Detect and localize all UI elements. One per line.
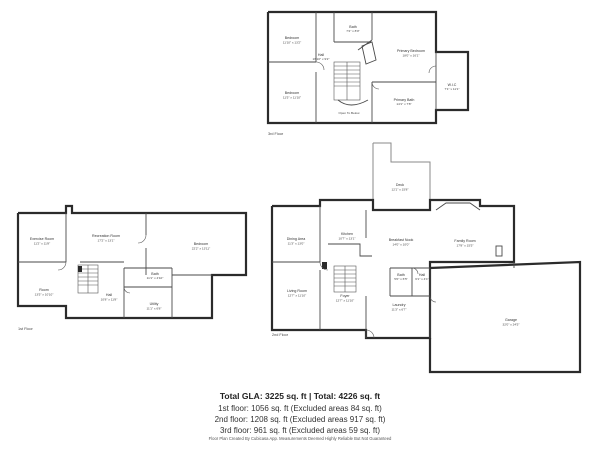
third-primary-bedroom-name: Primary Bedroom (397, 49, 425, 53)
first-recreation-dims: 17'2" x 13'1" (98, 239, 115, 243)
second-garage-dims: 32'0" x 24'5" (503, 323, 520, 327)
third-bath-name: Bath (349, 25, 356, 29)
second-hall-dims: 6'1" x 4'1" (415, 277, 429, 281)
first-room-name: Room (39, 288, 49, 292)
third-wic-name: W.I.C (448, 83, 457, 87)
first-bath-dims: 11'1" x 4'10" (147, 276, 164, 280)
second-foyer-dims: 12'7" x 11'10" (336, 299, 354, 303)
second-family-dims: 17'8" x 15'5" (457, 244, 474, 248)
second-living-dims: 12'7" x 11'10" (288, 294, 306, 298)
first-floor-area: 1st floor: 1056 sq. ft (Excluded areas 8… (218, 404, 382, 413)
first-room-dims: 13'5" x 10'10" (35, 293, 54, 297)
second-family-name: Family Room (454, 239, 475, 243)
first-bedroom-dims: 22'2" x 13'11" (192, 247, 210, 251)
third-bedroom-b-dims: 11'5" x 11'10" (283, 96, 301, 100)
first-exercise-dims: 11'2" x 11'8" (34, 242, 51, 246)
second-laundry-dims: 11'3" x 6'7" (391, 308, 406, 312)
third-primary-bath-dims: 14'1" x 7'8" (396, 102, 411, 106)
second-kitchen-name: Kitchen (341, 232, 353, 236)
second-living-name: Living Room (287, 289, 307, 293)
total-area-summary: Total GLA: 3225 sq. ft | Total: 4226 sq.… (219, 391, 381, 401)
third-bath-dims: 7'2" x 8'0" (346, 29, 360, 33)
third-floor-area: 3rd floor: 961 sq. ft (Excluded areas 59… (219, 426, 381, 435)
third-floor-label: 3rd Floor (268, 132, 284, 136)
first-floor-plan (16, 204, 248, 320)
third-hall-dims: 16'10" x 9'2" (313, 57, 330, 61)
first-hall-name: Hall (106, 293, 112, 297)
third-primary-bedroom-dims: 18'0" x 16'1" (403, 54, 420, 58)
second-floor-area: 2nd floor: 1208 sq. ft (Excluded areas 9… (214, 415, 386, 424)
second-dining-dims: 11'3" x 13'0" (288, 242, 305, 246)
third-bedroom-a-name: Bedroom (285, 36, 300, 40)
second-kitchen-dims: 10'7" x 13'1" (339, 237, 356, 241)
third-wic-dims: 7'1" x 11'1" (444, 87, 459, 91)
third-bedroom-a-dims: 11'10" x 13'2" (283, 41, 301, 45)
second-laundry-name: Laundry (393, 303, 406, 307)
third-open-to-below-note: Open To Below (339, 111, 361, 115)
second-foyer-name: Foyer (340, 294, 350, 298)
second-hall-name: Hall (419, 273, 425, 277)
first-bath-name: Bath (151, 272, 158, 276)
third-floor-plan (266, 10, 470, 125)
second-deck-dims: 12'1" x 15'8" (392, 188, 409, 192)
first-hall-dims: 10'8" x 11'8" (101, 298, 118, 302)
first-bedroom-name: Bedroom (194, 242, 209, 246)
first-utility-name: Utility (150, 302, 159, 306)
second-garage-name: Garage (505, 318, 517, 322)
floor-plan-drawing: Bedroom 11'10" x 13'2" Bath 7'2" x 8'0" … (16, 10, 582, 374)
first-exercise-name: Exercise Room (30, 237, 54, 241)
third-bedroom-b-name: Bedroom (285, 91, 300, 95)
second-floor-label: 2nd Floor (272, 333, 289, 337)
second-deck-name: Deck (396, 183, 404, 187)
first-floor-label: 1st Floor (18, 327, 34, 331)
second-breakfast-name: Breakfast Nook (389, 238, 414, 242)
floor-plan-credit: Floor Plan Created By Cubicasa App. Meas… (208, 436, 392, 441)
second-dining-name: Dining Area (287, 237, 306, 241)
second-breakfast-dims: 14'0" x 10'0" (393, 243, 410, 247)
first-recreation-name: Recreation Room (92, 234, 120, 238)
first-utility-dims: 11'1" x 6'8" (146, 307, 161, 311)
third-primary-bath-name: Primary Bath (394, 98, 415, 102)
third-hall-name: Hall (318, 53, 324, 57)
second-bath-dims: 5'0" x 6'5" (394, 277, 408, 281)
second-bath-name: Bath (397, 273, 404, 277)
second-floor-plan (270, 142, 582, 374)
